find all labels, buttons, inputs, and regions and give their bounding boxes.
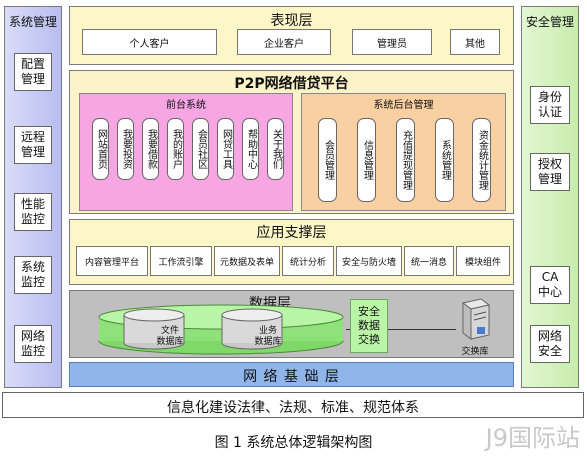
file-db-cylinder	[123, 308, 185, 350]
back-system-title: 系统后台管理	[373, 100, 434, 111]
ca-center-label: CA 中心	[537, 270, 562, 299]
remote-management-box[interactable]: 远程 管理	[14, 126, 52, 164]
remote-management-label: 远程 管理	[20, 130, 45, 159]
security-management-panel: 安全管理 身份 认证 授权 管理 CA 中心 网络 安全	[521, 6, 579, 388]
back-item-info[interactable]: 信息管理	[357, 118, 376, 202]
watermark: J9国际站	[485, 424, 580, 452]
front-item-home[interactable]: 网站首页	[92, 118, 109, 180]
enterprise-client-button[interactable]: 企业客户	[237, 29, 331, 55]
business-db-cylinder	[221, 308, 283, 350]
support-layer-title: 应用支撑层	[256, 225, 327, 241]
back-item-funds[interactable]: 资金统计管理	[472, 118, 491, 202]
back-item-members[interactable]: 会员管理	[318, 118, 337, 202]
identity-auth-box[interactable]: 身份 认证	[530, 86, 570, 124]
figure-caption: 图 1 系统总体逻辑架构图	[214, 435, 373, 451]
ca-center-box[interactable]: CA 中心	[530, 266, 570, 304]
front-item-invest[interactable]: 我要投资	[117, 118, 134, 180]
authorization-label: 授权 管理	[537, 157, 562, 186]
front-item-tools[interactable]: 网贷工具	[217, 118, 234, 180]
system-monitor-box[interactable]: 系统 监控	[14, 256, 52, 294]
exchange-db-label: 交换库	[461, 347, 489, 357]
config-management-box[interactable]: 配置 管理	[14, 53, 52, 91]
network-base-layer: 网 络 基 础 层	[69, 362, 514, 387]
security-firewall-button[interactable]: 安全与防火墙	[336, 246, 402, 276]
network-security-box[interactable]: 网络 安全	[530, 325, 570, 363]
presentation-layer-title: 表现层	[270, 13, 313, 29]
personal-client-button[interactable]: 个人客户	[82, 29, 217, 55]
security-management-title: 安全管理	[525, 15, 574, 29]
data-layer: 数据层 文件 数据库 业务 数据库 安全 数据 交换 交换库	[69, 290, 514, 358]
unified-message-button[interactable]: 统一消息	[404, 246, 454, 276]
presentation-layer: 表现层 个人客户 企业客户 管理员 其他	[69, 6, 514, 65]
system-monitor-label: 系统 监控	[20, 260, 45, 289]
back-system: 系统后台管理 会员管理 信息管理 充值提现管理 系统管理 资金统计管理	[301, 93, 506, 211]
other-button[interactable]: 其他	[450, 29, 500, 55]
front-item-borrow[interactable]: 我要借款	[142, 118, 159, 180]
back-item-system[interactable]: 系统管理	[435, 118, 454, 202]
system-management-title: 系统管理	[8, 15, 57, 29]
network-base-title: 网 络 基 础 层	[243, 369, 340, 385]
network-monitor-label: 网络 监控	[20, 329, 45, 358]
cms-platform-button[interactable]: 内容管理平台	[76, 246, 148, 276]
front-system: 前台系统 网站首页 我要投资 我要借款 我的账户 会员社区 网贷工具 帮助中心 …	[79, 93, 293, 211]
front-item-account[interactable]: 我的账户	[167, 118, 184, 180]
exchange-line	[346, 329, 456, 330]
front-system-title: 前台系统	[166, 100, 206, 111]
regulation-bar: 信息化建设法律、法规、标准、规范体系	[2, 392, 584, 418]
module-component-button[interactable]: 模块组件	[456, 246, 510, 276]
performance-monitor-box[interactable]: 性能 监控	[14, 193, 52, 231]
network-security-label: 网络 安全	[537, 329, 562, 358]
database-platform-svg	[98, 304, 344, 355]
authorization-box[interactable]: 授权 管理	[530, 153, 570, 191]
config-management-label: 配置 管理	[20, 57, 45, 86]
business-database-label: 业务 数据库	[254, 326, 282, 347]
secure-data-exchange-label: 安全 数据 交换	[358, 305, 380, 346]
platform-title: P2P网络借贷平台	[234, 76, 349, 92]
system-management-panel: 系统管理 配置 管理 远程 管理 性能 监控 系统 监控 网络 监控	[4, 6, 62, 388]
back-item-recharge[interactable]: 充值提现管理	[396, 118, 415, 202]
front-item-community[interactable]: 会员社区	[192, 118, 209, 180]
secure-data-exchange-box[interactable]: 安全 数据 交换	[350, 299, 388, 353]
file-database-label: 文件 数据库	[156, 326, 184, 347]
metadata-forms-button[interactable]: 元数据及表单	[214, 246, 280, 276]
regulation-text: 信息化建设法律、法规、标准、规范体系	[167, 400, 419, 416]
identity-auth-label: 身份 认证	[537, 90, 562, 119]
p2p-platform: P2P网络借贷平台 前台系统 网站首页 我要投资 我要借款 我的账户 会员社区 …	[69, 70, 514, 214]
administrator-button[interactable]: 管理员	[352, 29, 432, 55]
statistics-button[interactable]: 统计分析	[282, 246, 334, 276]
network-monitor-box[interactable]: 网络 监控	[14, 325, 52, 363]
front-item-about[interactable]: 关于我们	[267, 118, 284, 180]
performance-monitor-label: 性能 监控	[20, 197, 45, 226]
workflow-engine-button[interactable]: 工作流引擎	[150, 246, 212, 276]
server-icon	[461, 298, 491, 340]
application-support-layer: 应用支撑层 内容管理平台 工作流引擎 元数据及表单 统计分析 安全与防火墙 统一…	[69, 219, 514, 285]
front-item-help[interactable]: 帮助中心	[242, 118, 259, 180]
